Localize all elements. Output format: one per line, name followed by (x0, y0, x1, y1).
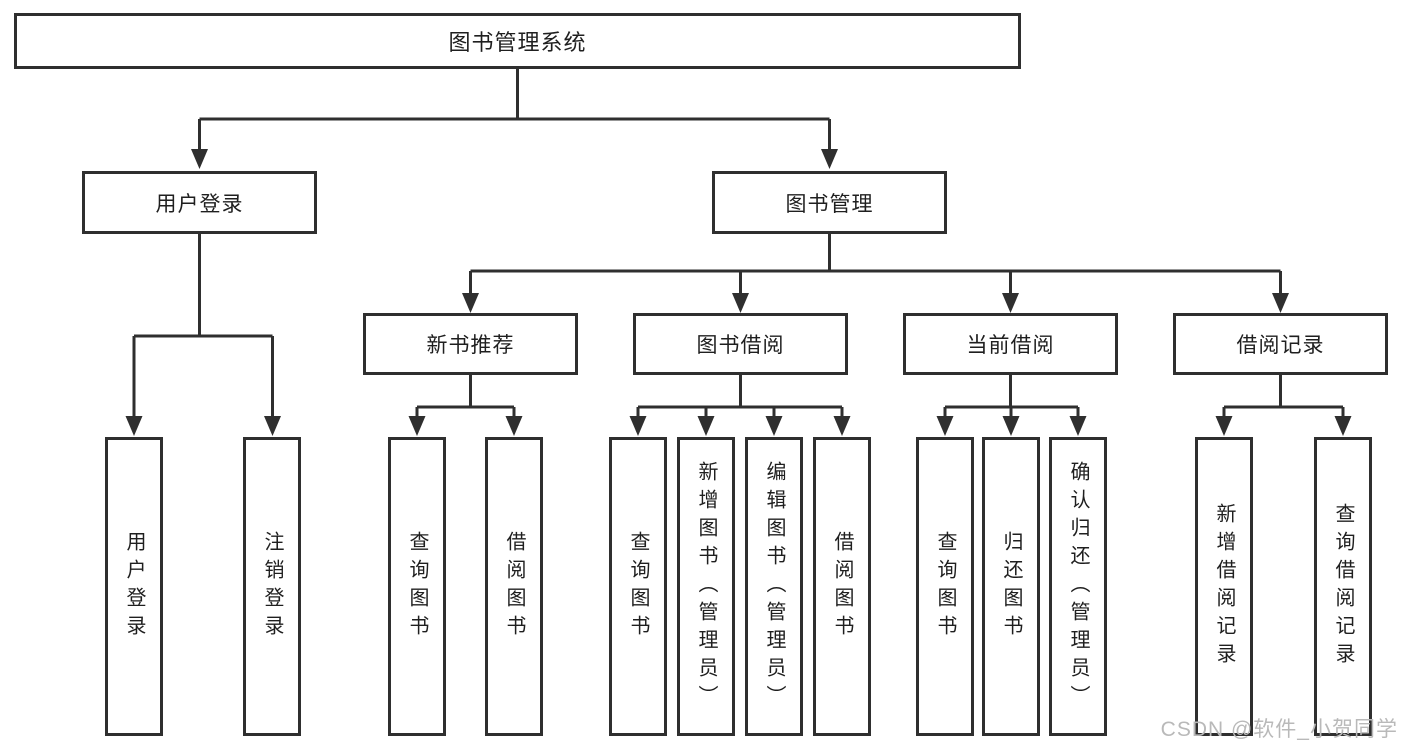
node-borrow-records: 借阅记录 (1173, 313, 1388, 375)
branch-borrow-records-arrowheads (1215, 416, 1352, 436)
branch-book-borrow-arrowheads (629, 416, 851, 436)
leaf-return-book-label: 归还图书 (1000, 530, 1022, 643)
leaf-user-login: 用户登录 (105, 437, 163, 736)
arrowhead-icon (765, 416, 783, 436)
leaf-add-borrow-record-label: 新增借阅记录 (1213, 502, 1235, 671)
node-book-management-label: 图书管理 (785, 192, 874, 216)
arrowhead-icon (191, 149, 208, 169)
arrowhead-icon (408, 416, 426, 436)
arrowhead-icon (697, 416, 715, 436)
leaf-query-books-3: 查询图书 (916, 437, 974, 736)
node-book-management: 图书管理 (712, 171, 947, 234)
arrowhead-icon (462, 293, 479, 313)
arrowhead-icon (505, 416, 523, 436)
branch-current-borrow (943, 375, 1080, 418)
leaf-query-books-2-label: 查询图书 (627, 530, 649, 643)
leaf-logout-label: 注销登录 (261, 530, 283, 643)
leaf-confirm-return-admin: 确认归还（管理员） (1049, 437, 1107, 736)
node-user-login-label: 用户登录 (155, 192, 244, 216)
arrowhead-icon (821, 149, 838, 169)
leaf-borrow-books-1: 借阅图书 (485, 437, 543, 736)
leaf-query-books-3-label: 查询图书 (934, 530, 956, 643)
watermark: CSDN @软件_小贺同学 (1160, 718, 1398, 741)
leaf-borrow-books-2-label: 借阅图书 (831, 530, 853, 643)
branch-book-management-arrowheads (462, 293, 1289, 313)
leaf-edit-book-admin-label: 编辑图书（管理员） (763, 460, 785, 713)
leaf-return-book: 归还图书 (982, 437, 1040, 736)
branch-root-arrowheads (191, 149, 838, 169)
node-user-login: 用户登录 (82, 171, 317, 234)
branch-current-borrow-arrowheads (936, 416, 1087, 436)
branch-book-borrow (636, 375, 844, 418)
leaf-edit-book-admin: 编辑图书（管理员） (745, 437, 803, 736)
arrowhead-icon (125, 416, 143, 436)
branch-book-management (469, 234, 1282, 295)
branch-new-book-recommend-arrowheads (408, 416, 523, 436)
arrowhead-icon (629, 416, 647, 436)
arrowhead-icon (1002, 293, 1019, 313)
branch-user-login (132, 234, 274, 418)
arrowhead-icon (732, 293, 749, 313)
node-current-borrow: 当前借阅 (903, 313, 1118, 375)
arrowhead-icon (1334, 416, 1352, 436)
node-book-borrow: 图书借阅 (633, 313, 848, 375)
node-borrow-records-label: 借阅记录 (1236, 334, 1325, 357)
branch-borrow-records (1222, 375, 1345, 418)
arrowhead-icon (1069, 416, 1087, 436)
leaf-add-borrow-record: 新增借阅记录 (1195, 437, 1253, 736)
node-root-label: 图书管理系统 (448, 30, 587, 55)
leaf-query-books-1: 查询图书 (388, 437, 446, 736)
leaf-user-login-label: 用户登录 (123, 530, 145, 643)
arrowhead-icon (1002, 416, 1020, 436)
node-new-book-recommend: 新书推荐 (363, 313, 578, 375)
leaf-query-borrow-record: 查询借阅记录 (1314, 437, 1372, 736)
leaf-borrow-books-2: 借阅图书 (813, 437, 871, 736)
arrowhead-icon (264, 416, 281, 436)
branch-new-book-recommend (415, 375, 516, 418)
arrowhead-icon (833, 416, 851, 436)
arrowhead-icon (1272, 293, 1289, 313)
leaf-query-books-1-label: 查询图书 (406, 530, 428, 643)
leaf-logout: 注销登录 (243, 437, 301, 736)
branch-user-login-arrowheads (125, 416, 281, 436)
arrowhead-icon (1215, 416, 1233, 436)
node-current-borrow-label: 当前借阅 (966, 334, 1055, 357)
leaf-query-books-2: 查询图书 (609, 437, 667, 736)
node-book-borrow-label: 图书借阅 (696, 334, 785, 357)
arrowhead-icon (936, 416, 954, 436)
branch-root (198, 69, 831, 151)
leaf-confirm-return-admin-label: 确认归还（管理员） (1067, 460, 1089, 713)
leaf-add-book-admin-label: 新增图书（管理员） (695, 460, 717, 713)
leaf-query-borrow-record-label: 查询借阅记录 (1332, 502, 1354, 671)
leaf-add-book-admin: 新增图书（管理员） (677, 437, 735, 736)
node-root: 图书管理系统 (14, 13, 1021, 69)
node-new-book-recommend-label: 新书推荐 (426, 334, 515, 357)
leaf-borrow-books-1-label: 借阅图书 (503, 530, 525, 643)
